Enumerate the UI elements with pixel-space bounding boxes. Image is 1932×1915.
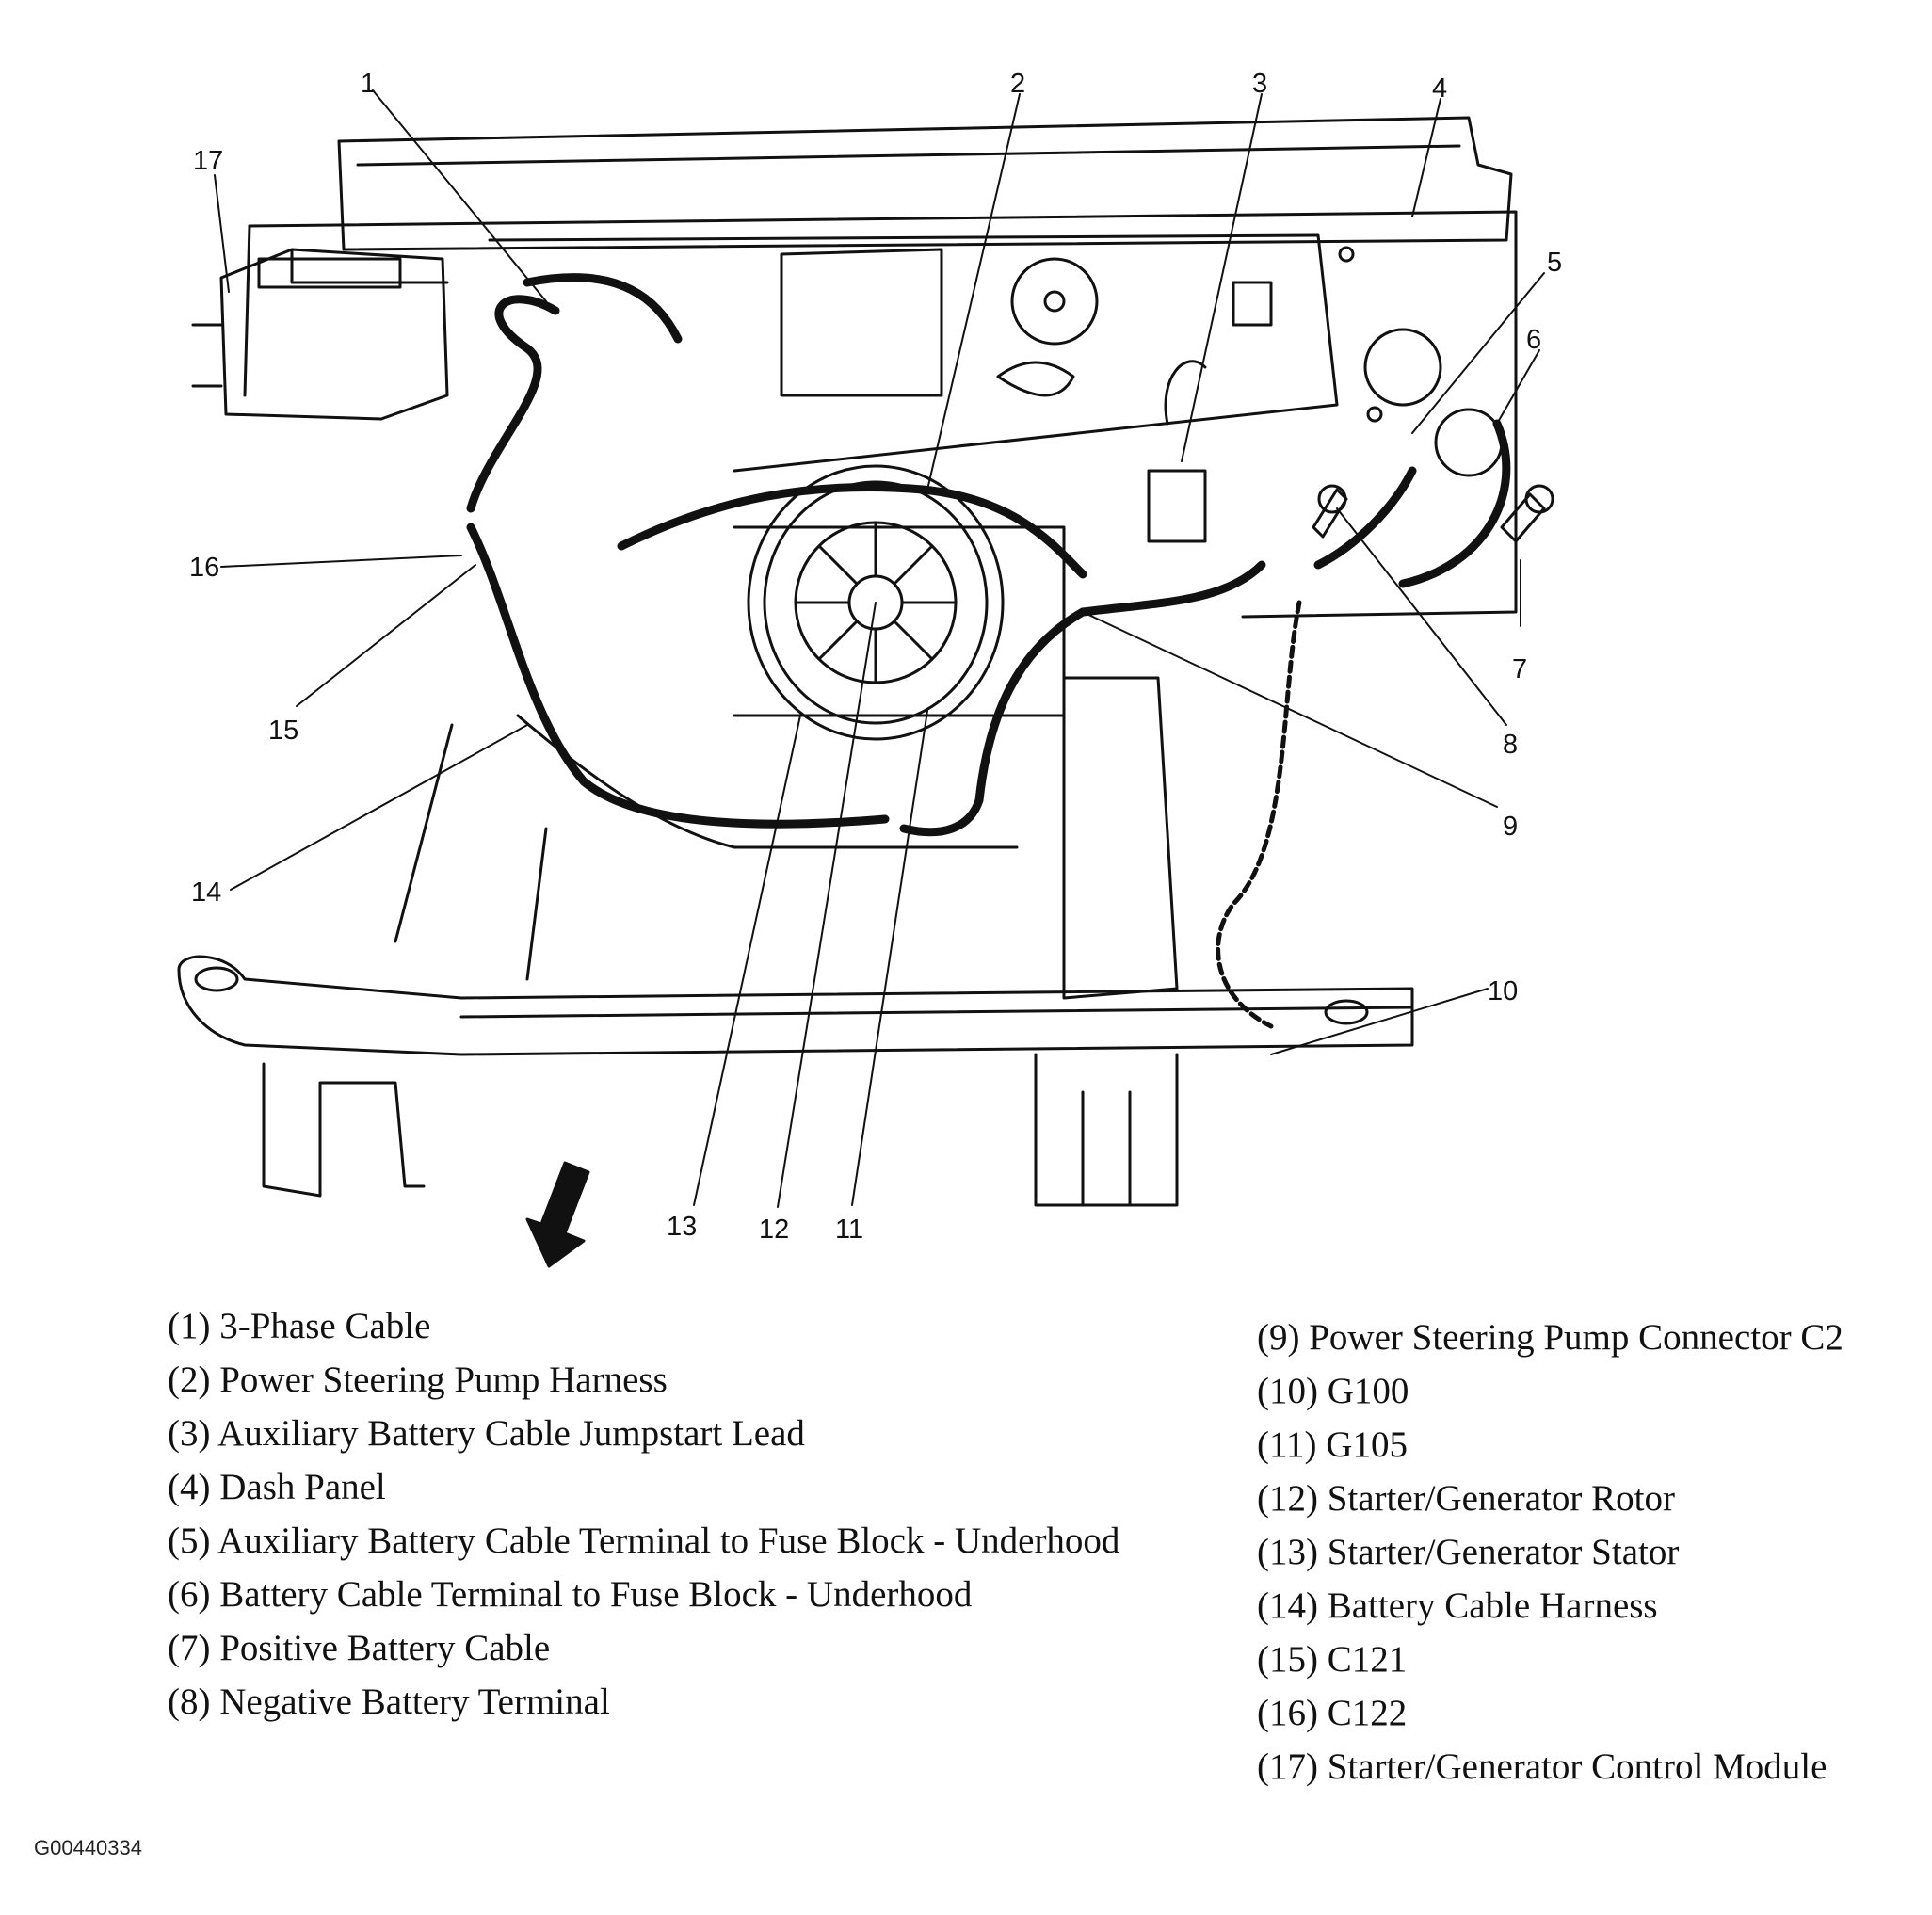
legend-item: (14) Battery Cable Harness [1257,1585,1658,1626]
callout-5: 5 [1547,248,1562,278]
legend-item: (5) Auxiliary Battery Cable Terminal to … [168,1521,1120,1561]
legend-item: (11) G105 [1257,1424,1408,1465]
leader-lines [214,89,1545,1208]
front-cradle [177,676,1414,1207]
callout-12: 12 [759,1215,789,1245]
callout-9: 9 [1503,812,1518,842]
legend-item: (9) Power Steering Pump Connector C2 [1257,1317,1843,1358]
callout-11: 11 [835,1215,863,1245]
legend-item: (4) Dash Panel [168,1467,386,1507]
front-direction-arrow [525,1161,590,1268]
legend-item: (13) Starter/Generator Stator [1257,1532,1680,1572]
legend-item: (6) Battery Cable Terminal to Fuse Block… [168,1574,973,1615]
callout-17: 17 [193,146,223,176]
figure-id: G00440334 [34,1836,142,1859]
callout-1: 1 [361,69,376,99]
callout-14: 14 [191,877,221,908]
callout-numbers: 1 2 3 4 5 6 7 8 9 10 11 12 13 14 15 16 1… [189,69,1562,1245]
legend-left-column: (1) 3-Phase Cable (2) Power Steering Pum… [168,1299,1119,1729]
cable-harnesses [466,273,1511,837]
callout-8: 8 [1503,730,1518,760]
callout-15: 15 [268,716,298,746]
legend-item: (15) C121 [1257,1639,1408,1680]
legend-item: (8) Negative Battery Terminal [168,1682,610,1722]
legend-right-column: (9) Power Steering Pump Connector C2 (10… [1257,1311,1843,1794]
ground-wire [1216,600,1302,1029]
dash-panel [243,116,1518,619]
legend-item: (16) C122 [1257,1693,1408,1733]
callout-16: 16 [189,553,219,583]
legend-item: (2) Power Steering Pump Harness [168,1360,668,1400]
legend-item: (1) 3-Phase Cable [168,1306,431,1346]
callout-7: 7 [1512,654,1527,684]
callout-13: 13 [667,1212,697,1242]
jumpstart-lead [1147,360,1207,543]
legend-item: (3) Auxiliary Battery Cable Jumpstart Le… [168,1413,805,1454]
legend-item: (17) Starter/Generator Control Module [1257,1746,1827,1787]
starter-generator-control-module [191,248,449,421]
battery-terminals [1312,484,1554,543]
legend-item: (12) Starter/Generator Rotor [1257,1478,1676,1519]
callout-6: 6 [1526,325,1541,355]
legend-item: (10) G100 [1257,1371,1409,1411]
callout-10: 10 [1488,976,1518,1006]
callout-3: 3 [1252,69,1267,99]
callout-4: 4 [1432,73,1447,104]
starter-generator [733,464,1066,741]
legend-item: (7) Positive Battery Cable [168,1628,551,1668]
callout-2: 2 [1010,69,1025,99]
engine-compartment-illustration: 1 2 3 4 5 6 7 8 9 10 11 12 13 14 15 16 1… [177,69,1562,1268]
